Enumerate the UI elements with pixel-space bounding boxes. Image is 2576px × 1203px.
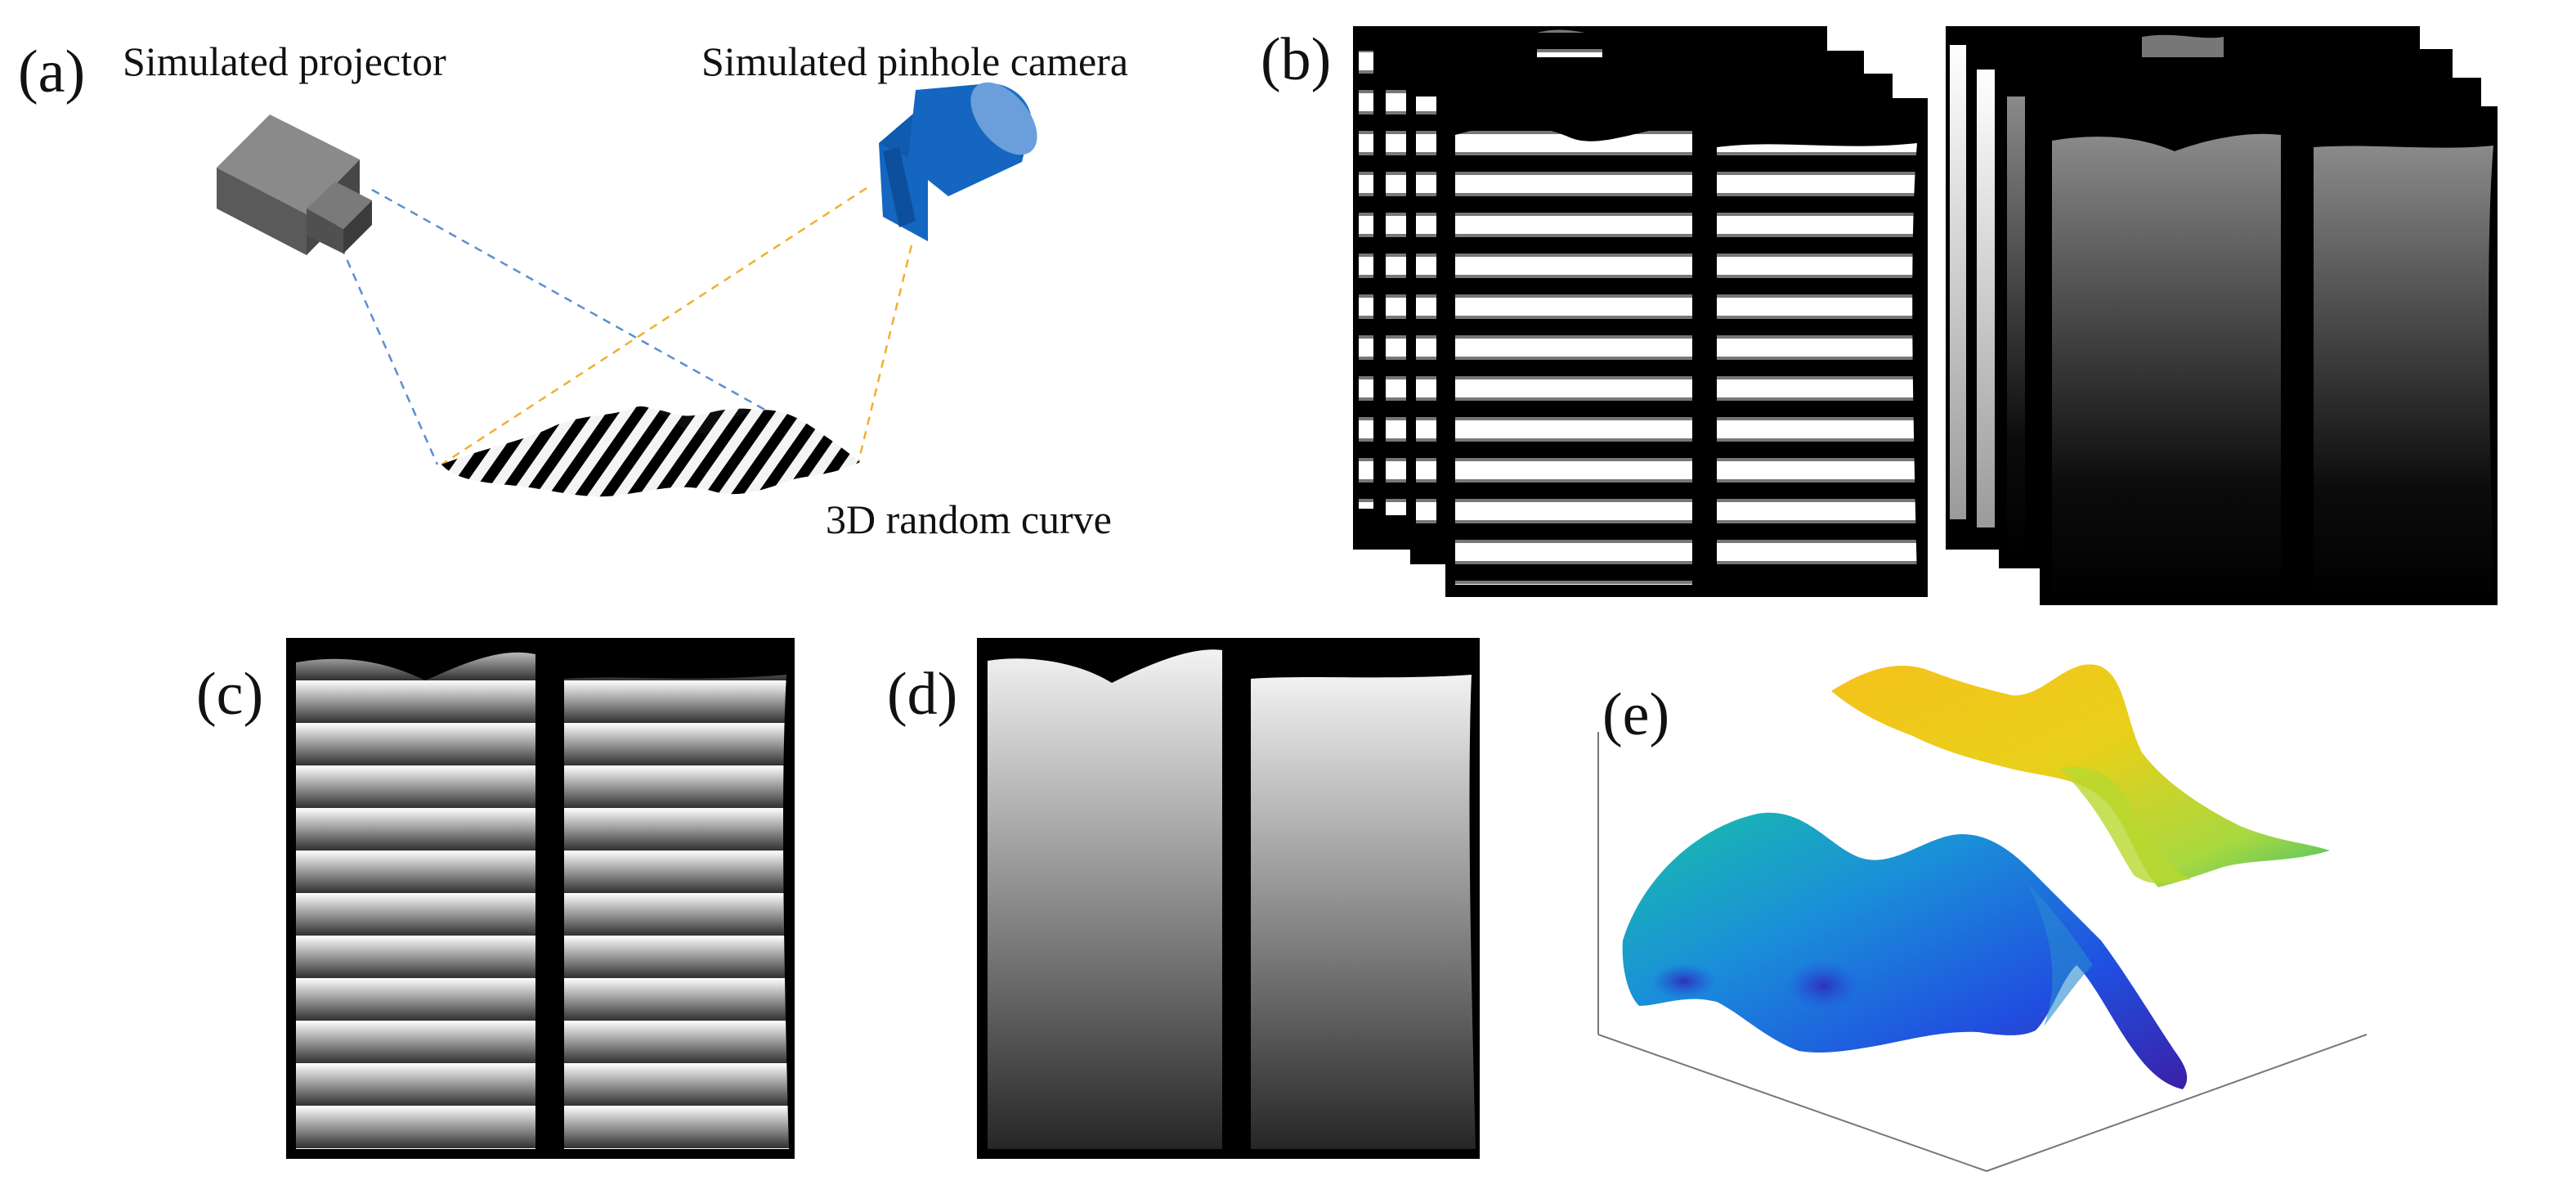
unwrapped-phase-image bbox=[977, 638, 1480, 1159]
panel-a-label: (a) bbox=[18, 38, 85, 105]
object-caption: 3D random curve bbox=[826, 496, 1112, 542]
panel-a: (a) Simulated projector Simulated pinhol… bbox=[18, 38, 1128, 542]
axes-box bbox=[1597, 732, 2368, 1172]
projector-icon bbox=[217, 114, 372, 255]
panel-e-label: (e) bbox=[1602, 681, 1669, 748]
panel-d-label: (d) bbox=[887, 661, 957, 728]
panel-b-label: (b) bbox=[1261, 26, 1331, 93]
camera-icon bbox=[879, 82, 1037, 241]
reconstructed-surface-upper bbox=[1831, 664, 2330, 887]
wrapped-phase-image bbox=[286, 638, 795, 1159]
panel-d: (d) bbox=[887, 638, 1480, 1159]
reconstructed-surface-lower bbox=[1622, 812, 2188, 1089]
fringe-surface bbox=[441, 406, 860, 497]
camera-rays bbox=[441, 186, 913, 466]
panel-c: (c) bbox=[196, 638, 795, 1159]
panel-c-label: (c) bbox=[196, 661, 263, 728]
background-image-stack bbox=[1946, 26, 2498, 605]
projector-rays bbox=[334, 188, 859, 465]
fringe-image-stack bbox=[1353, 26, 1928, 597]
camera-caption: Simulated pinhole camera bbox=[701, 38, 1128, 84]
panel-b: (b) bbox=[1261, 26, 2498, 605]
projector-caption: Simulated projector bbox=[123, 38, 446, 84]
panel-e: (e) bbox=[1597, 664, 2368, 1172]
